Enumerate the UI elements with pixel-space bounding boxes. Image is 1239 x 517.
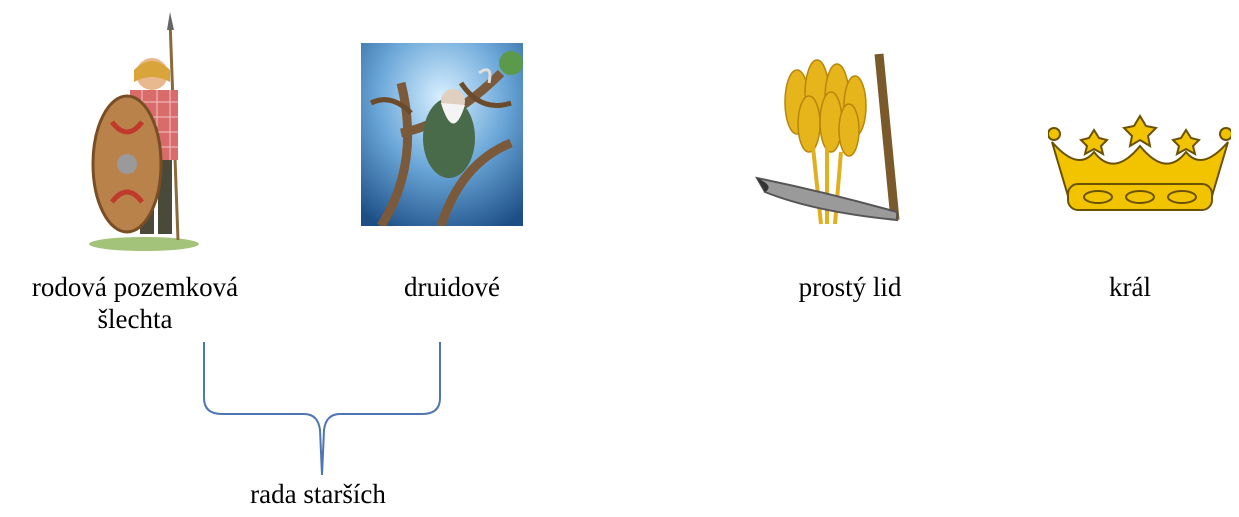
noble-label-line2: šlechta xyxy=(97,304,173,334)
crown-icon xyxy=(1048,112,1231,214)
warrior-icon xyxy=(82,12,204,252)
noble-label-line1: rodová pozemková xyxy=(31,272,239,302)
druids-label: druidové xyxy=(404,272,500,302)
druid-icon xyxy=(361,43,523,226)
commoners-label: prostý lid xyxy=(798,272,902,302)
council-label: rada starších xyxy=(250,479,386,509)
noble-label: rodová pozemková šlechta xyxy=(0,271,270,335)
wheat-scythe-icon xyxy=(755,52,905,227)
king-label: král xyxy=(1109,272,1151,302)
council-brace xyxy=(196,340,448,480)
